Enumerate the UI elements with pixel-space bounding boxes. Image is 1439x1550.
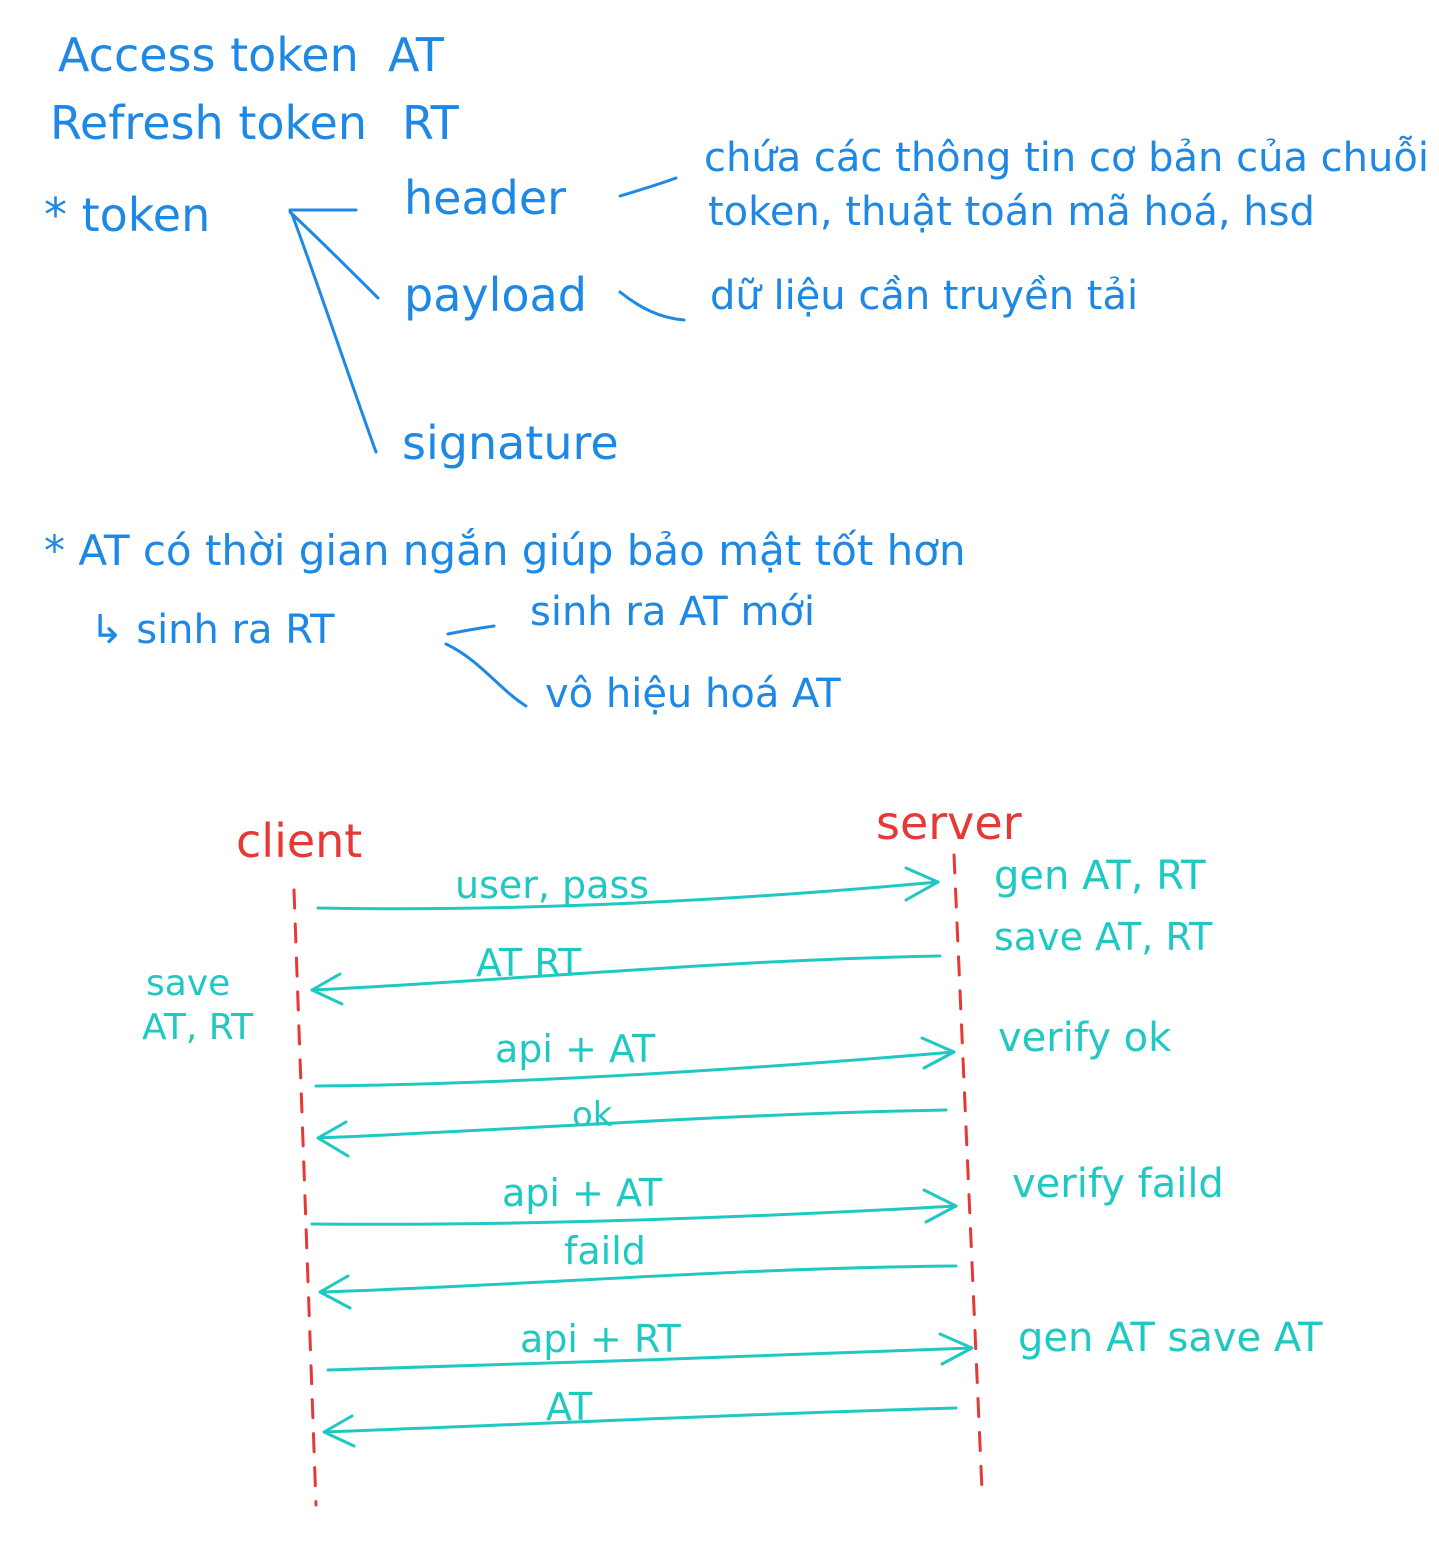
refresh-token-label: Refresh token xyxy=(50,96,367,150)
header-description-line-2: token, thuật toán mã hoá, hsd xyxy=(708,189,1315,235)
message-arrow-1 xyxy=(316,880,940,911)
token-to-payload-branch xyxy=(288,210,380,300)
message-arrow-6 xyxy=(318,1264,958,1294)
token-part-header: header xyxy=(404,171,567,225)
message-label-1: user, pass xyxy=(455,863,650,907)
token-label: * token xyxy=(44,188,211,242)
message-arrow-2 xyxy=(310,954,942,992)
message-arrowhead-7 xyxy=(938,1332,974,1366)
server-note-gen-at-rt: gen AT, RT xyxy=(994,853,1206,899)
message-label-8: AT xyxy=(546,1385,593,1429)
token-part-signature: signature xyxy=(402,416,619,470)
message-arrowhead-5 xyxy=(922,1188,958,1224)
rt-branch-note: ↳ sinh ra RT xyxy=(90,607,335,653)
message-label-3: api + AT xyxy=(495,1027,656,1071)
client-lifeline xyxy=(292,888,318,1507)
refresh-token-abbr: RT xyxy=(402,96,459,150)
server-note-verify-ok: verify ok xyxy=(998,1015,1172,1061)
rt-to-new-at-connector xyxy=(446,624,496,636)
message-arrowhead-8 xyxy=(322,1414,356,1448)
message-arrow-4 xyxy=(316,1108,948,1140)
rt-to-revoke-at-connector xyxy=(444,642,528,708)
access-token-abbr: AT xyxy=(388,28,444,82)
message-label-7: api + RT xyxy=(520,1317,681,1361)
server-actor-label: server xyxy=(876,796,1022,850)
client-save-note-line-2: AT, RT xyxy=(142,1007,254,1048)
payload-desc-connector xyxy=(618,290,686,322)
client-actor-label: client xyxy=(236,814,363,868)
server-note-save-at-rt: save AT, RT xyxy=(994,915,1213,959)
message-arrow-5 xyxy=(310,1204,958,1226)
token-part-payload: payload xyxy=(404,268,587,322)
message-label-5: api + AT xyxy=(502,1171,663,1215)
at-short-lifetime-note: * AT có thời gian ngắn giúp bảo mật tốt … xyxy=(44,526,966,575)
client-save-note-line-1: save xyxy=(146,963,231,1004)
message-arrowhead-3 xyxy=(920,1036,956,1070)
message-arrowhead-6 xyxy=(318,1274,352,1310)
header-desc-connector xyxy=(618,176,678,198)
message-label-6: faild xyxy=(564,1229,646,1273)
rt-use-revoke-at: vô hiệu hoá AT xyxy=(545,671,841,717)
message-arrow-7 xyxy=(326,1346,974,1372)
server-lifeline xyxy=(952,853,984,1492)
message-arrow-8 xyxy=(322,1406,958,1434)
token-to-signature-branch xyxy=(290,212,378,454)
rt-use-new-at: sinh ra AT mới xyxy=(530,589,815,635)
header-description-line-1: chứa các thông tin cơ bản của chuỗi xyxy=(704,135,1429,181)
server-note-verify-faild: verify faild xyxy=(1012,1161,1224,1207)
message-arrow-3 xyxy=(314,1050,956,1088)
message-arrowhead-4 xyxy=(316,1120,350,1158)
server-note-gen-save-at: gen AT save AT xyxy=(1018,1315,1323,1361)
message-arrowhead-2 xyxy=(310,972,344,1006)
message-arrowhead-1 xyxy=(904,866,940,902)
access-token-label: Access token xyxy=(58,28,359,82)
payload-description: dữ liệu cần truyền tải xyxy=(710,273,1139,319)
